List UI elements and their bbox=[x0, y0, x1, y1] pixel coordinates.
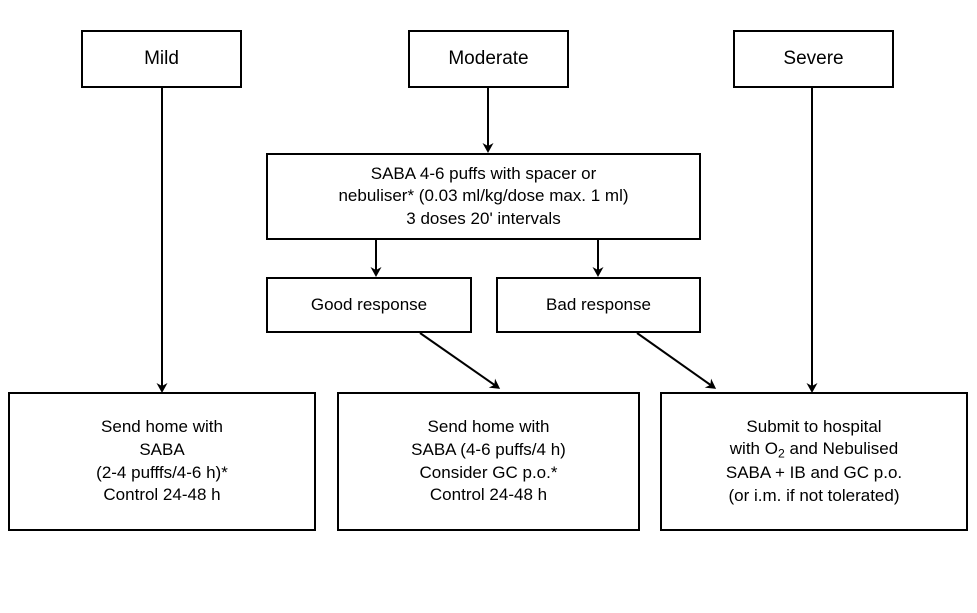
node-outcome-good-line-4: Control 24-48 h bbox=[429, 485, 548, 505]
footnote-line-1-text: The number of doses will depend on the s… bbox=[23, 611, 727, 613]
node-outcome-mild[interactable]: Send home with SABA (2-4 pufffs/4-6 h)* … bbox=[8, 392, 316, 531]
node-moderate[interactable]: Moderate bbox=[408, 30, 569, 88]
node-mild-label: Mild bbox=[144, 48, 179, 70]
node-outcome-severe-line-2-post: and Nebulised bbox=[784, 439, 899, 459]
node-outcome-mild-line-4: Control 24-48 h bbox=[103, 485, 221, 505]
node-outcome-good-line-3: Consider GC p.o.* bbox=[419, 462, 558, 482]
node-moderate-label: Moderate bbox=[448, 48, 529, 70]
node-bad-response[interactable]: Bad response bbox=[496, 277, 701, 333]
node-outcome-severe-line-2: with O2 and Nebulised bbox=[666, 438, 962, 462]
node-good-response[interactable]: Good response bbox=[266, 277, 472, 333]
node-bad-response-label: Bad response bbox=[546, 294, 651, 314]
node-outcome-mild-line-2: SABA bbox=[139, 439, 185, 459]
node-outcome-good-line-2: SABA (4-6 puffs/4 h) bbox=[411, 439, 566, 459]
node-saba-line-3: 3 doses 20' intervals bbox=[406, 208, 561, 228]
node-outcome-severe-line-1: Submit to hospital bbox=[746, 416, 882, 436]
node-outcome-mild-line-1: Send home with bbox=[101, 417, 223, 437]
node-saba-line-1: SABA 4-6 puffs with spacer or bbox=[370, 163, 597, 183]
footnote-line-1: * The number of doses will depend on the… bbox=[12, 608, 962, 613]
node-severe-label: Severe bbox=[783, 48, 844, 70]
node-outcome-mild-line-3: (2-4 pufffs/4-6 h)* bbox=[96, 462, 228, 482]
node-outcome-good[interactable]: Send home with SABA (4-6 puffs/4 h) Cons… bbox=[337, 392, 640, 531]
node-saba-line-2: nebuliser* (0.03 ml/kg/dose max. 1 ml) bbox=[338, 186, 629, 206]
node-outcome-severe-line-3: SABA + IB and GC p.o. bbox=[725, 463, 903, 483]
node-outcome-good-line-1: Send home with bbox=[427, 417, 550, 437]
node-saba-treatment[interactable]: SABA 4-6 puffs with spacer or nebuliser*… bbox=[266, 153, 701, 240]
edge-bad-response-to-outcome-severe bbox=[636, 332, 717, 389]
edge-good-response-to-outcome-good bbox=[419, 332, 501, 389]
node-outcome-severe[interactable]: Submit to hospital with O2 and Nebulised… bbox=[660, 392, 968, 531]
footnote: * The number of doses will depend on the… bbox=[12, 557, 962, 613]
node-good-response-label: Good response bbox=[310, 294, 428, 314]
node-mild[interactable]: Mild bbox=[81, 30, 242, 88]
node-outcome-severe-line-2-pre: with O bbox=[729, 439, 778, 459]
footnote-marker: * bbox=[12, 611, 18, 613]
node-outcome-severe-o2-subscript: 2 bbox=[777, 446, 785, 461]
node-severe[interactable]: Severe bbox=[733, 30, 894, 88]
node-outcome-severe-line-4: (or i.m. if not tolerated) bbox=[728, 485, 900, 505]
